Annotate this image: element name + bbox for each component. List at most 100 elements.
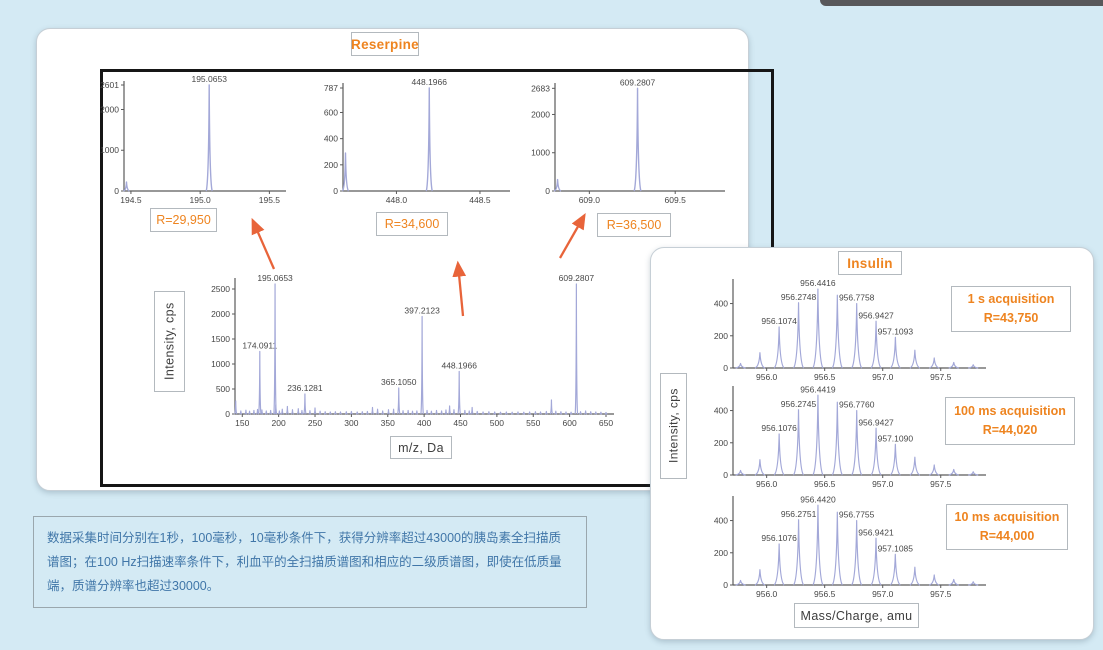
svg-text:956.7755: 956.7755	[839, 510, 875, 520]
svg-text:609.0: 609.0	[579, 195, 601, 205]
reserpine-y-axis-label: Intensity, cps	[154, 291, 185, 392]
svg-text:200: 200	[324, 160, 338, 170]
svg-text:0: 0	[723, 580, 728, 590]
acquisition-time: 1 s acquisition	[967, 291, 1055, 306]
spectrum-195-zoom: 0 1000 2000 2601 194.5 195.0 195.5 195.0653	[100, 74, 286, 205]
svg-text:609.2807: 609.2807	[559, 273, 595, 283]
resolution-value: R=44,000	[979, 529, 1035, 543]
acquisition-badge-10ms: 10 ms acquisition R=44,000	[946, 504, 1068, 550]
svg-text:0: 0	[114, 186, 119, 196]
svg-text:956.0: 956.0	[756, 372, 778, 382]
svg-text:600: 600	[324, 107, 338, 117]
svg-text:956.4416: 956.4416	[800, 278, 836, 288]
svg-text:1000: 1000	[531, 148, 550, 158]
svg-text:956.9421: 956.9421	[858, 527, 894, 537]
svg-text:956.7760: 956.7760	[839, 400, 875, 410]
svg-text:0: 0	[723, 363, 728, 373]
spectrum-448-zoom: 0 200 400 600 787 448.0 448.5 448.1966	[324, 77, 510, 205]
svg-text:956.5: 956.5	[814, 589, 836, 599]
svg-text:956.5: 956.5	[814, 372, 836, 382]
svg-text:957.1093: 957.1093	[878, 326, 914, 336]
svg-text:600: 600	[563, 418, 577, 428]
svg-text:400: 400	[714, 299, 728, 309]
svg-text:448.5: 448.5	[469, 195, 491, 205]
svg-text:2000: 2000	[211, 309, 230, 319]
svg-text:956.9427: 956.9427	[858, 310, 894, 320]
resolution-value: R=44,020	[982, 423, 1038, 437]
svg-text:956.1074: 956.1074	[761, 316, 797, 326]
svg-text:400: 400	[714, 516, 728, 526]
svg-text:2601: 2601	[100, 80, 119, 90]
reserpine-x-axis-label: m/z, Da	[390, 436, 452, 459]
svg-text:194.5: 194.5	[120, 195, 142, 205]
svg-text:195.0653: 195.0653	[191, 74, 227, 84]
svg-text:609.2807: 609.2807	[620, 77, 656, 87]
svg-text:956.2748: 956.2748	[781, 292, 817, 302]
svg-text:2500: 2500	[211, 284, 230, 294]
svg-text:2000: 2000	[531, 109, 550, 119]
svg-text:200: 200	[272, 418, 286, 428]
svg-text:174.0911: 174.0911	[242, 341, 277, 351]
svg-text:1500: 1500	[211, 334, 230, 344]
svg-text:956.4420: 956.4420	[800, 494, 836, 504]
insulin-y-axis-label: Intensity, cps	[660, 373, 687, 479]
acquisition-time: 100 ms acquisition	[954, 403, 1066, 418]
caption-text: 数据采集时间分别在1秒，100毫秒，10毫秒条件下，获得分辨率超过43000的胰…	[33, 516, 587, 608]
svg-text:195.0: 195.0	[190, 195, 212, 205]
top-right-window-edge	[820, 0, 1103, 6]
svg-text:957.0: 957.0	[872, 372, 894, 382]
svg-text:956.5: 956.5	[814, 479, 836, 489]
insulin-title: Insulin	[838, 251, 902, 275]
svg-text:450: 450	[453, 418, 467, 428]
svg-text:195.5: 195.5	[259, 195, 281, 205]
svg-text:500: 500	[490, 418, 504, 428]
svg-text:350: 350	[381, 418, 395, 428]
svg-text:957.0: 957.0	[872, 479, 894, 489]
svg-text:956.1076: 956.1076	[761, 423, 797, 433]
acquisition-badge-100ms: 100 ms acquisition R=44,020	[945, 397, 1075, 445]
acquisition-badge-1s: 1 s acquisition R=43,750	[951, 286, 1071, 332]
svg-text:0: 0	[545, 186, 550, 196]
svg-text:957.5: 957.5	[930, 479, 952, 489]
svg-text:300: 300	[344, 418, 358, 428]
svg-text:1000: 1000	[100, 145, 119, 155]
svg-text:0: 0	[333, 186, 338, 196]
svg-text:956.7758: 956.7758	[839, 293, 875, 303]
svg-text:956.4419: 956.4419	[800, 384, 836, 394]
svg-text:787: 787	[324, 83, 338, 93]
insulin-x-axis-label: Mass/Charge, amu	[794, 603, 919, 628]
svg-text:957.5: 957.5	[930, 372, 952, 382]
svg-text:400: 400	[324, 134, 338, 144]
svg-text:0: 0	[723, 470, 728, 480]
svg-text:956.2745: 956.2745	[781, 399, 817, 409]
svg-text:448.1966: 448.1966	[441, 361, 477, 371]
svg-text:2000: 2000	[100, 104, 119, 114]
svg-text:2683: 2683	[531, 83, 550, 93]
svg-text:200: 200	[714, 548, 728, 558]
resolution-badge-195: R=29,950	[150, 208, 217, 232]
acquisition-time: 10 ms acquisition	[954, 509, 1060, 524]
svg-text:957.1090: 957.1090	[878, 433, 914, 443]
resolution-value: R=43,750	[983, 311, 1039, 325]
svg-text:150: 150	[235, 418, 249, 428]
svg-text:400: 400	[417, 418, 431, 428]
svg-text:500: 500	[216, 384, 230, 394]
svg-text:650: 650	[599, 418, 613, 428]
svg-text:550: 550	[526, 418, 540, 428]
svg-text:957.0: 957.0	[872, 589, 894, 599]
svg-text:397.2123: 397.2123	[404, 306, 440, 316]
svg-text:365.1050: 365.1050	[381, 377, 417, 387]
svg-text:957.1085: 957.1085	[878, 543, 914, 553]
insulin-spectrum-1s: 0 200 400 956.0 956.5 957.0 957.5 956.1074 956.2…	[714, 278, 986, 382]
svg-text:448.1966: 448.1966	[412, 77, 448, 87]
svg-text:236.1281: 236.1281	[287, 383, 323, 393]
svg-text:956.1076: 956.1076	[761, 533, 797, 543]
svg-text:400: 400	[714, 406, 728, 416]
svg-text:0: 0	[225, 409, 230, 419]
svg-text:957.5: 957.5	[930, 589, 952, 599]
svg-text:200: 200	[714, 331, 728, 341]
svg-text:448.0: 448.0	[386, 195, 408, 205]
